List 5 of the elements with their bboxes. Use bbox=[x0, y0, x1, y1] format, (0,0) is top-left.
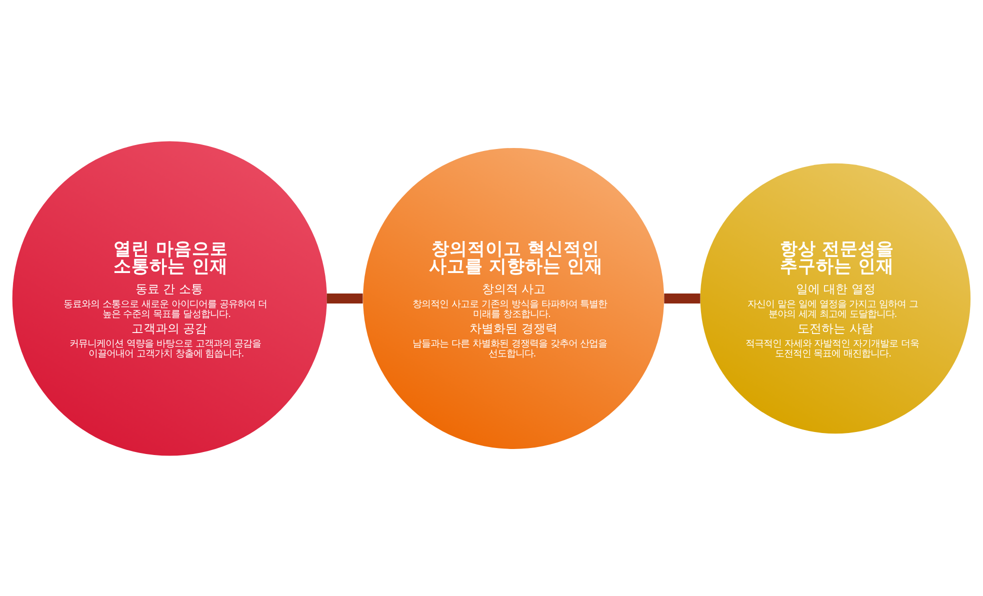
connector bbox=[326, 292, 363, 304]
node-circle: 창의적이고 혁신적인 사고를 지향하는 인재 창의적 사고 창의적인 사고로 기존의 방식을 타파하여 특별한 미래를 창조합니다. 차별화된 경쟁력 남들과는 다른 차별화된 경쟁력을 갖추어 산업을 선도합니다. bbox=[363, 148, 664, 448]
connector bbox=[664, 292, 700, 304]
node-circle: 항상 전문성을 추구하는 인재 일에 대한 열정 자신이 맡은 일에 열정을 가지고 임하여 그 분야의 세계 최고에 도달합니다. 도전하는 사람 적극적인 자세와 자발적인 자기개발로 더욱 도전적인 목표에 매진합니다. bbox=[700, 162, 971, 434]
node-circle: 열린 마음으로 소통하는 인재 동료 간 소통 동료와의 소통으로 새로운 아이디어를 공유하여 더 높은 수준의 목표를 달성합니다. 고객과의 공감 커뮤니케이션 역량을 바탕으로 고객과의 공감을 이끌어내어 고객가치 창출에 힘씁니다. bbox=[12, 140, 327, 456]
